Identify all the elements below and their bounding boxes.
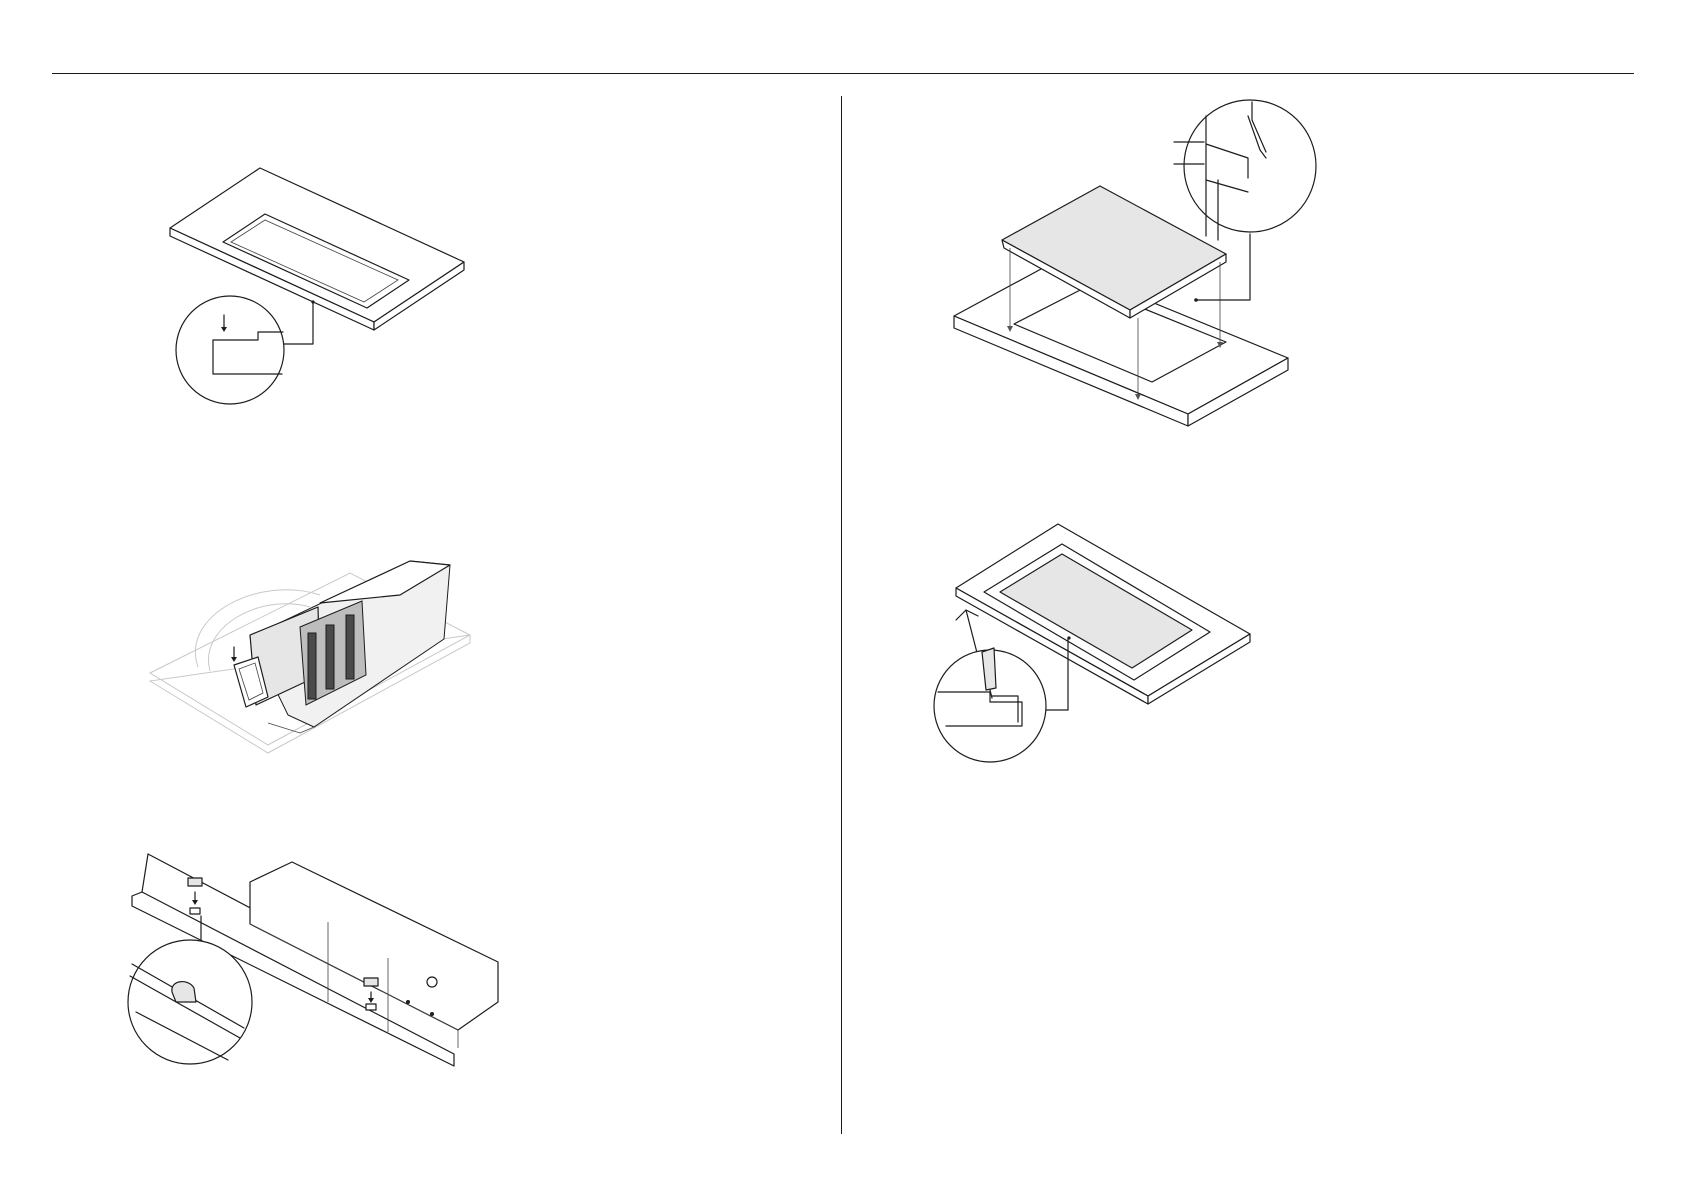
downdraft-vent-illustration: [150, 555, 490, 755]
silicone-sealing-illustration: [938, 520, 1258, 770]
header-rule: [52, 73, 1634, 74]
mounting-clip-illustration: [128, 852, 498, 1084]
cooktop-installation-illustration: [948, 96, 1328, 456]
countertop-cutout-illustration: [160, 160, 480, 410]
column-divider: [841, 96, 842, 1134]
